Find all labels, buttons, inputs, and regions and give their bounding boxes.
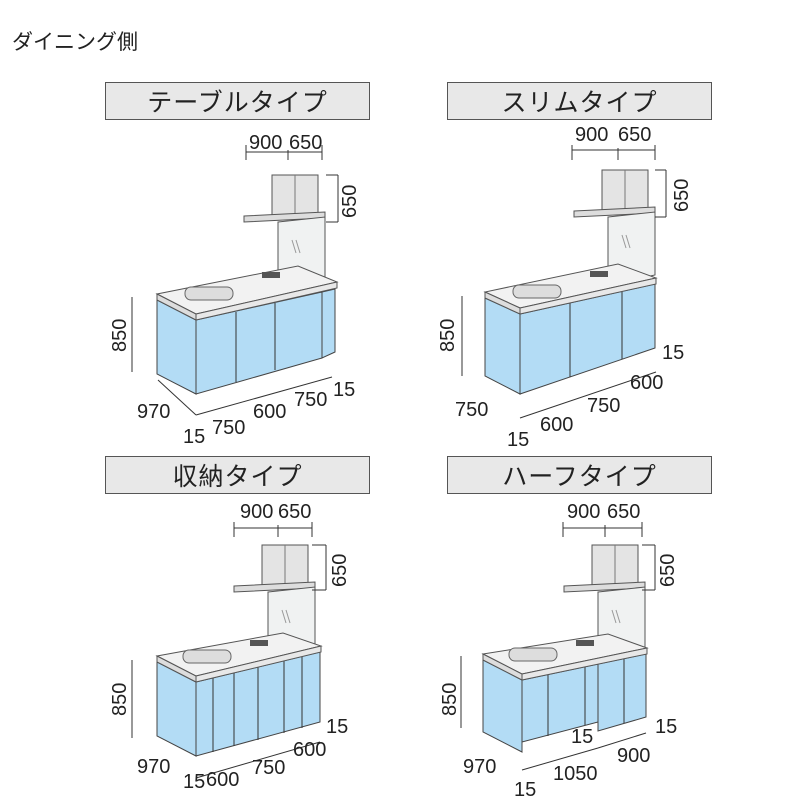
dim-label: 970	[137, 756, 171, 778]
dim-label: 850	[437, 318, 459, 352]
dim-label: 600	[540, 414, 574, 436]
dim-label: 850	[439, 682, 461, 716]
dim-label: 750	[252, 757, 286, 779]
dim-label: 15	[183, 426, 206, 448]
dim-label: 750	[587, 395, 621, 417]
dim-label: 650	[329, 553, 351, 587]
dim-label: 15	[326, 716, 349, 738]
dim-label: 850	[109, 318, 131, 352]
dim-label: 600	[206, 769, 240, 791]
dim-label: 600	[253, 401, 287, 423]
dim-label: 15	[507, 429, 530, 451]
panel-title-slim-type: スリムタイプ	[447, 82, 712, 120]
dim-label: 900	[617, 745, 651, 767]
dim-label: 650	[289, 132, 323, 154]
dim-label: 600	[630, 372, 664, 394]
dim-label: 1050	[553, 763, 598, 785]
half-type-drawing	[460, 522, 656, 771]
dim-label: 900	[240, 501, 274, 523]
dim-label: 650	[607, 501, 641, 523]
dim-label: 15	[333, 379, 356, 401]
panel-title-half-type: ハーフタイプ	[447, 456, 712, 494]
slim-type-drawing	[461, 145, 667, 419]
dim-label: 750	[294, 389, 328, 411]
dim-label: 970	[463, 756, 497, 778]
dim-label: 650	[618, 124, 652, 146]
table-type-drawing	[131, 145, 339, 416]
dim-label: 15	[514, 779, 537, 800]
dim-label: 15	[655, 716, 678, 738]
dim-label: 15	[183, 771, 206, 793]
dim-label: 650	[278, 501, 312, 523]
dim-label: 600	[293, 739, 327, 761]
dim-label: 750	[455, 399, 489, 421]
dim-label: 650	[339, 184, 361, 218]
storage-type-drawing	[131, 522, 327, 779]
dim-label: 900	[567, 501, 601, 523]
dim-label: 15	[571, 726, 594, 748]
section-heading: ダイニング側	[12, 30, 138, 54]
dim-label: 650	[657, 553, 679, 587]
dim-label: 750	[212, 417, 246, 439]
panel-title-storage-type: 収納タイプ	[105, 456, 370, 494]
dim-label: 970	[137, 401, 171, 423]
panel-title-table-type: テーブルタイプ	[105, 82, 370, 120]
dim-label: 900	[575, 124, 609, 146]
dim-label: 15	[662, 342, 685, 364]
dim-label: 900	[249, 132, 283, 154]
dim-label: 850	[109, 682, 131, 716]
dim-label: 650	[671, 178, 693, 212]
